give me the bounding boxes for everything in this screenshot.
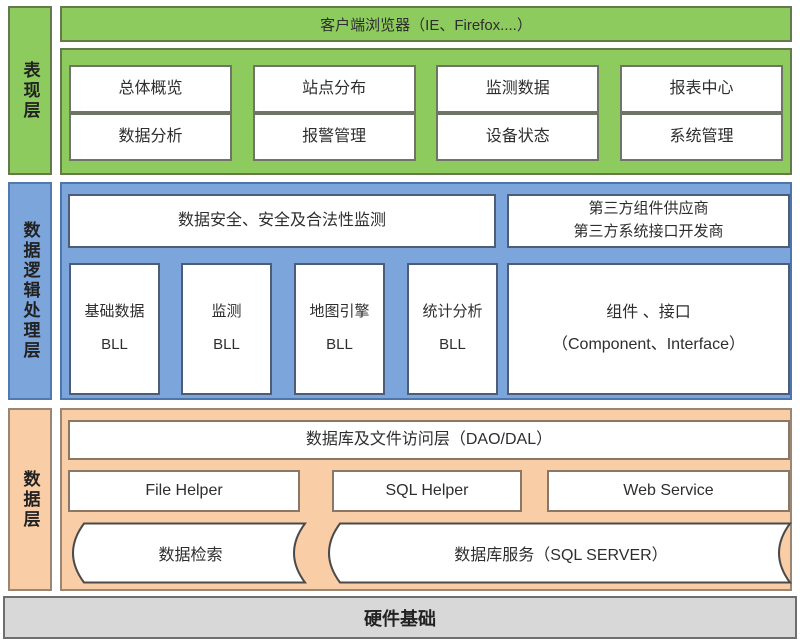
business-layer-rail: 数据逻辑处理层 [8, 182, 52, 400]
component-line2: （Component、Interface） [552, 336, 745, 353]
database-service-label: 数据库服务（SQL SERVER） [454, 547, 668, 564]
file-helper-box: File Helper [68, 470, 300, 512]
bll-box-monitoring: 监测 BLL [181, 263, 272, 395]
bll-line2: BLL [213, 336, 240, 353]
third-party-line2: 第三方系统接口开发商 [573, 223, 724, 240]
bll-box-statistics: 统计分析 BLL [407, 263, 498, 395]
module-box: 总体概览 [69, 65, 232, 113]
business-panel: 数据安全、安全及合法性监测 第三方组件供应商 第三方系统接口开发商 基础数据 B… [60, 182, 792, 400]
module-box: 报警管理 [252, 113, 416, 161]
bll-line2: BLL [101, 336, 128, 353]
stored-data-shape-icon [328, 522, 792, 584]
bll-line1: 监测 [211, 303, 242, 321]
bll-box-map-engine: 地图引擎 BLL [294, 263, 385, 395]
sql-helper-box: SQL Helper [332, 470, 522, 512]
presentation-panel: 总体概览 站点分布 监测数据 报表中心 数据分析 报警管理 设备状态 系统管理 [60, 48, 792, 175]
bll-line1: 基础数据 [84, 303, 145, 321]
hardware-base-label: 硬件基础 [364, 608, 436, 629]
data-panel: 数据库及文件访问层（DAO/DAL） File Helper SQL Helpe… [60, 408, 792, 591]
presentation-layer-label: 表现层 [20, 60, 40, 121]
bll-line1: 统计分析 [422, 303, 483, 321]
component-interface-box: 组件 、接口 （Component、Interface） [507, 263, 790, 395]
database-service-store: 数据库服务（SQL SERVER） [324, 522, 792, 584]
bll-line2: BLL [439, 336, 466, 353]
client-browser-bar: 客户端浏览器（IE、Firefox....） [60, 6, 792, 42]
data-layer-label: 数据层 [20, 469, 40, 530]
bll-box-basic-data: 基础数据 BLL [69, 263, 160, 395]
module-box: 数据分析 [69, 113, 232, 161]
presentation-layer-rail: 表现层 [8, 6, 52, 175]
third-party-box: 第三方组件供应商 第三方系统接口开发商 [507, 194, 790, 248]
stored-data-shape-icon [72, 522, 307, 584]
data-retrieval-store: 数据检索 [68, 522, 307, 584]
data-security-bar: 数据安全、安全及合法性监测 [68, 194, 496, 248]
bll-line1: 地图引擎 [309, 303, 370, 321]
client-browser-label: 客户端浏览器（IE、Firefox....） [320, 16, 532, 34]
module-box: 系统管理 [619, 113, 783, 161]
module-box: 报表中心 [619, 65, 783, 113]
web-service-box: Web Service [547, 470, 790, 512]
bll-line2: BLL [326, 336, 353, 353]
data-retrieval-label: 数据检索 [158, 547, 223, 564]
dao-dal-bar: 数据库及文件访问层（DAO/DAL） [68, 420, 790, 460]
business-layer-label: 数据逻辑处理层 [20, 221, 40, 361]
module-box: 设备状态 [436, 113, 600, 161]
hardware-base-bar: 硬件基础 [3, 596, 797, 639]
third-party-line1: 第三方组件供应商 [588, 200, 709, 218]
component-line1: 组件 、接口 [606, 304, 691, 321]
module-box: 监测数据 [436, 65, 600, 113]
module-box: 站点分布 [252, 65, 416, 113]
data-layer-rail: 数据层 [8, 408, 52, 591]
